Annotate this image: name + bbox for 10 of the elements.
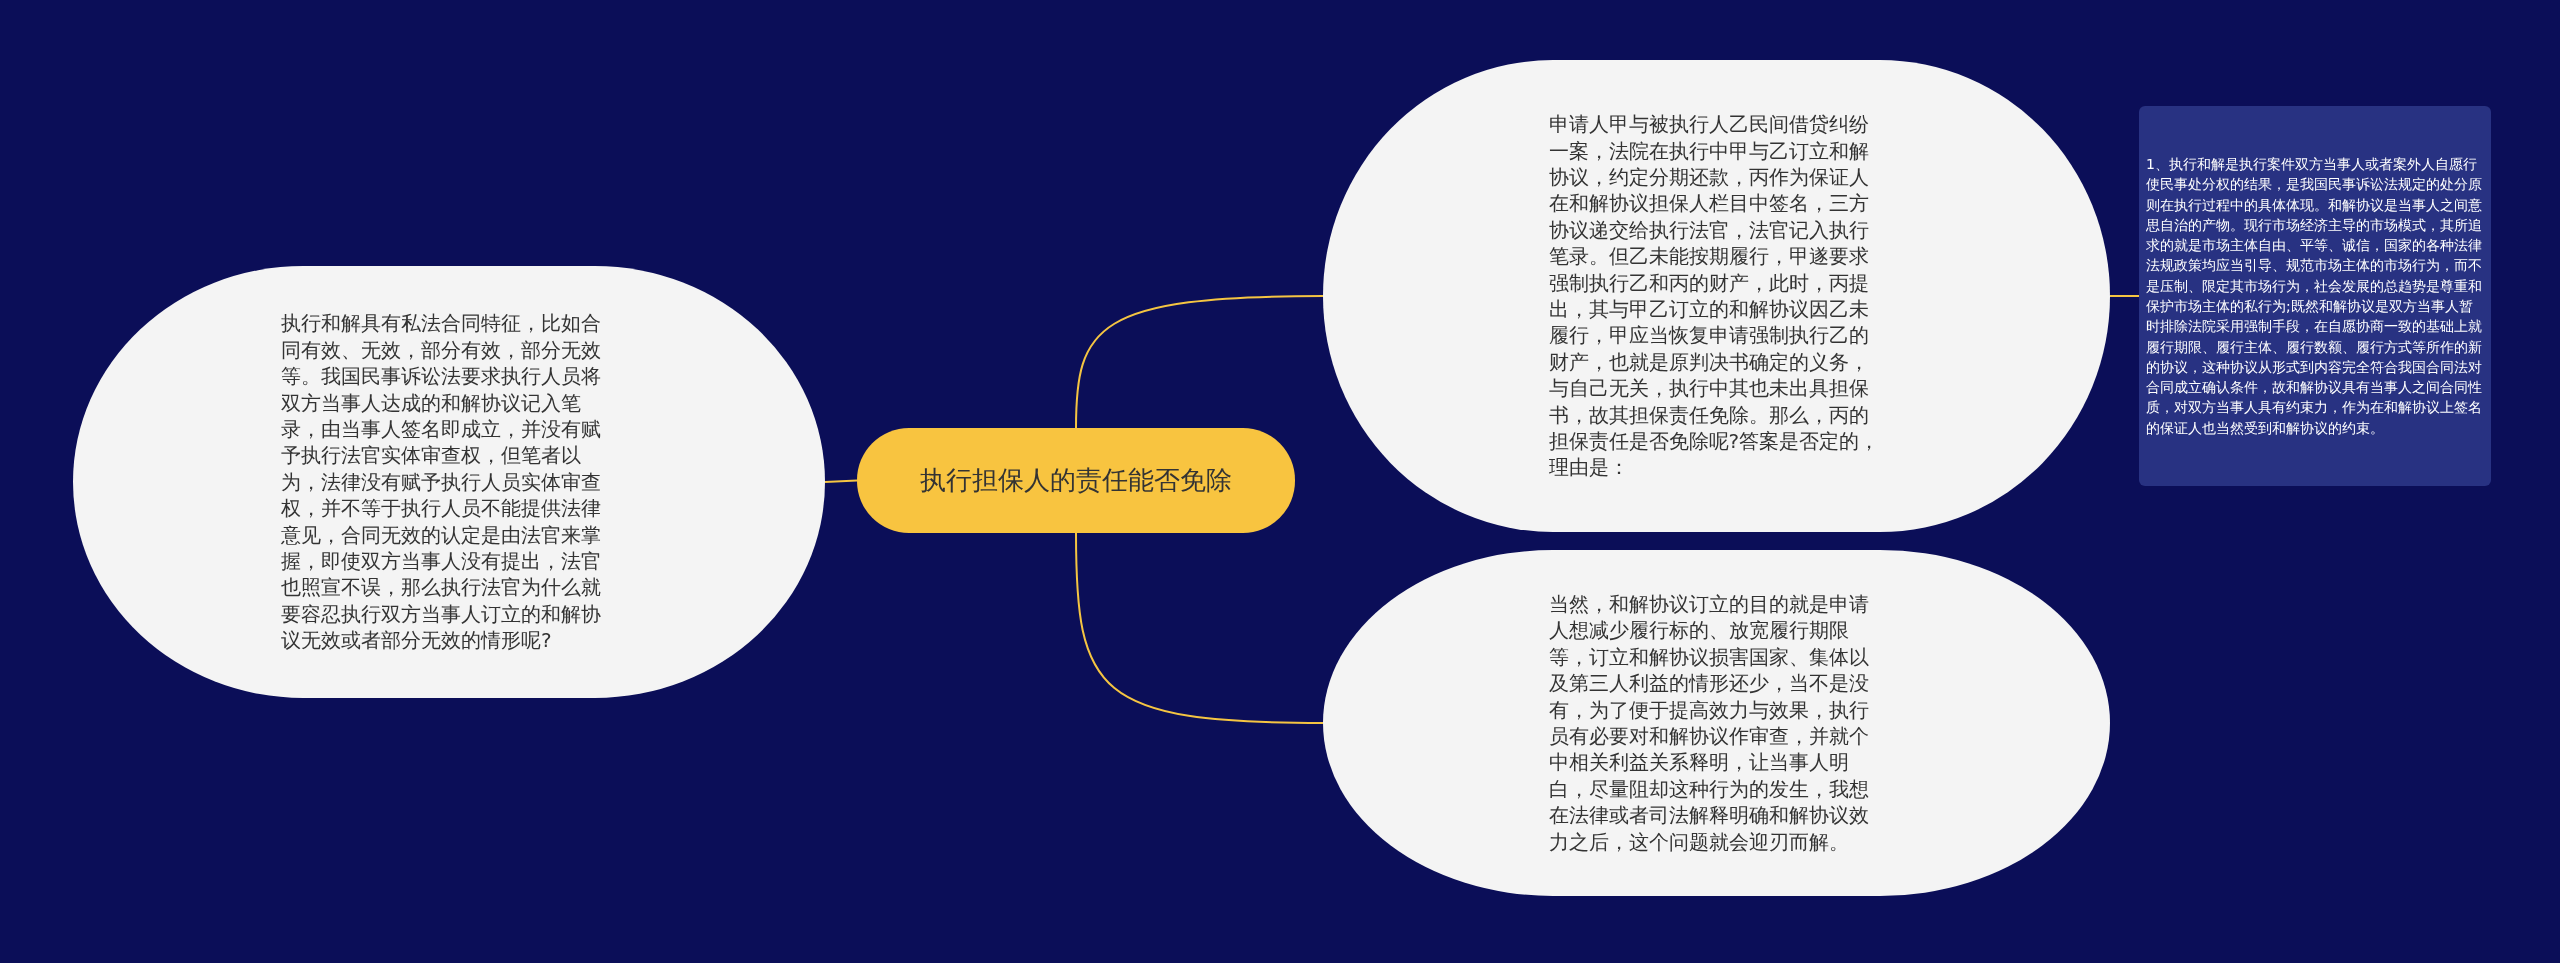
connector-line: [824, 479, 858, 483]
note-card: [2139, 106, 2491, 486]
connector-line: [1075, 532, 1324, 724]
paragraph: 执行和解具有私法合同特征，比如合同有效、无效，部分有效，部分无效等。我国民事诉讼法要求执行人员将双方当事人达成的和解协议记入笔录，由当事人签名即成立，并没有赋予执行法官实体审查权，但笔者以为，法律没有赋予执行人员实体审查权，并不等于执行人员不能提供法律意见，合同无效的认定是由法官来掌握，即使双方当事人没有提出，法官也照宣不误，那么执行法官为什么就要容忍执行双方当事人订立的和解协议无效或者部分无效的情形呢?: [281, 310, 602, 654]
paragraph: 1、执行和解是执行案件双方当事人或者案外人自愿行使民事处分权的结果，是我国民事诉讼法规定的处分原则在执行过程中的具体体现。和解协议是当事人之间意思自治的产物。现行市场经济主导的市场模式，其所追求的就是市场主体自由、平等、诚信，国家的各种法律法规政策均应当引导、规范市场主体的市场行为，而不是压制、限定其市场行为，社会发展的总趋势是尊重和保护市场主体的私行为;既然和解协议是双方当事人暂时排除法院采用强制手段，在自愿协商一致的基础上就履行期限、履行主体、履行数额、履行方式等所作的新的协议，这种协议从形式到内容完全符合我国合同法对合同成立确认条件，故和解协议具有当事人之间合同性质，对双方当事人具有约束力，作为在和解协议上签名的保证人也当然受到和解协议的约束。: [2146, 154, 2483, 438]
topic-title: 执行担保人的责任能否免除: [919, 464, 1233, 498]
connector-line: [2109, 295, 2140, 297]
paragraph: 申请人甲与被执行人乙民间借贷纠纷一案，法院在执行中甲与乙订立和解协议，约定分期还款，丙作为保证人在和解协议担保人栏目中签名，三方协议递交给执行法官，法官记入执行笔录。但乙未能按期履行，甲遂要求强制执行乙和丙的财产，此时，丙提出，其与甲乙订立的和解协议因乙未履行，甲应当恢复申请强制执行乙的财产，也就是原判决书确定的义务，与自己无关，执行中其也未出具担保书，故其担保责任免除。那么，丙的担保责任是否免除呢?答案是否定的，理由是：: [1548, 111, 1881, 481]
connector-line: [1075, 295, 1324, 429]
paragraph: 当然，和解协议订立的目的就是申请人想减少履行标的、放宽履行期限等，订立和解协议损害国家、集体以及第三人利益的情形还少，当不是没有，为了便于提高效力与效果，执行员有必要对和解协议作审查，并就个中相关利益关系释明，让当事人明白，尽量阻却这种行为的发生，我想在法律或者司法解释明确和解协议效力之后，这个问题就会迎刃而解。: [1548, 591, 1870, 855]
